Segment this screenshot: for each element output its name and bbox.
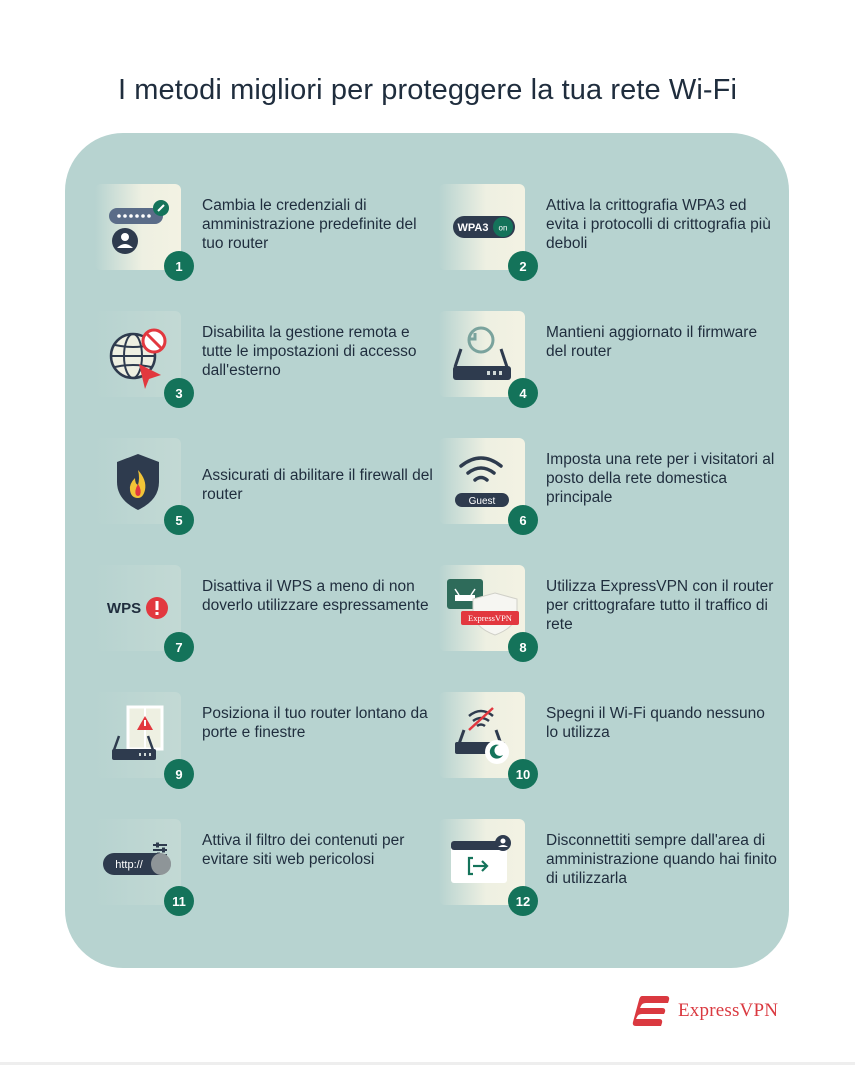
step-number-badge: 2 — [508, 251, 538, 281]
router-update-icon — [439, 311, 525, 397]
tip-item-5: 5 Assicurati di abilitare il firewall de… — [95, 438, 435, 538]
logout-window-icon — [439, 819, 525, 905]
step-number-badge: 8 — [508, 632, 538, 662]
step-number-badge: 3 — [164, 378, 194, 408]
password-profile-icon — [95, 184, 181, 270]
step-number-badge: 9 — [164, 759, 194, 789]
step-number-badge: 5 — [164, 505, 194, 535]
step-number-badge: 10 — [508, 759, 538, 789]
tip-item-4: 4 Mantieni aggiornato il firmware del ro… — [439, 311, 779, 411]
http-label: http:// — [115, 859, 143, 871]
expressvpn-logo-icon — [632, 996, 670, 1026]
step-number-badge: 11 — [164, 886, 194, 916]
tip-text: Disabilita la gestione remota e tutte le… — [202, 324, 417, 379]
tip-text: Utilizza ExpressVPN con il router per cr… — [546, 578, 774, 633]
brand-logo: ExpressVPN — [632, 995, 778, 1027]
step-number-badge: 6 — [508, 505, 538, 535]
tip-item-10: 10 Spegni il Wi-Fi quando nessuno lo uti… — [439, 692, 779, 792]
tip-item-8: ExpressVPN 8 Utilizza ExpressVPN con il … — [439, 565, 779, 665]
firewall-shield-icon — [95, 438, 181, 524]
tip-item-7: WPS 7 Disattiva il WPS a meno di non dov… — [95, 565, 435, 665]
guest-label: Guest — [469, 496, 496, 507]
tip-item-9: 9 Posiziona il tuo router lontano da por… — [95, 692, 435, 792]
tip-text: Spegni il Wi-Fi quando nessuno lo utiliz… — [546, 705, 765, 741]
step-number-badge: 4 — [508, 378, 538, 408]
step-number-badge: 12 — [508, 886, 538, 916]
tip-item-12: 12 Disconnettiti sempre dall'area di amm… — [439, 819, 779, 919]
step-number-badge: 7 — [164, 632, 194, 662]
bottom-divider — [0, 1062, 855, 1065]
tip-text: Assicurati di abilitare il firewall del … — [202, 467, 433, 503]
step-number-badge: 1 — [164, 251, 194, 281]
tip-text: Disattiva il WPS a meno di non doverlo u… — [202, 578, 429, 614]
tip-item-2: WPA3 on 2 Attiva la crittografia WPA3 ed… — [439, 184, 779, 284]
wpa3-label: WPA3 — [458, 222, 489, 234]
tip-item-1: 1 Cambia le credenziali di amministrazio… — [95, 184, 435, 284]
tip-text: Mantieni aggiornato il firmware del rout… — [546, 324, 758, 360]
tip-item-11: http:// 11 Attiva il filtro dei contenut… — [95, 819, 435, 919]
tip-text: Posiziona il tuo router lontano da porte… — [202, 705, 428, 741]
tip-text: Cambia le credenziali di amministrazione… — [202, 197, 417, 252]
tip-text: Disconnettiti sempre dall'area di ammini… — [546, 832, 777, 887]
tip-item-3: 3 Disabilita la gestione remota e tutte … — [95, 311, 435, 411]
wps-label: WPS — [107, 600, 141, 617]
tips-panel: 1 Cambia le credenziali di amministrazio… — [65, 133, 789, 968]
tip-text: Attiva il filtro dei contenuti per evita… — [202, 832, 405, 868]
brand-name: ExpressVPN — [678, 1000, 779, 1021]
tip-item-6: Guest 6 Imposta una rete per i visitator… — [439, 438, 779, 538]
expressvpn-label: ExpressVPN — [468, 613, 512, 623]
wps-warning-icon: WPS — [95, 565, 181, 651]
tip-text: Attiva la crittografia WPA3 ed evita i p… — [546, 197, 771, 252]
page-title: I metodi migliori per proteggere la tua … — [117, 74, 738, 107]
tip-text: Imposta una rete per i visitatori al pos… — [546, 451, 775, 506]
toggle-on-label: on — [499, 224, 508, 233]
